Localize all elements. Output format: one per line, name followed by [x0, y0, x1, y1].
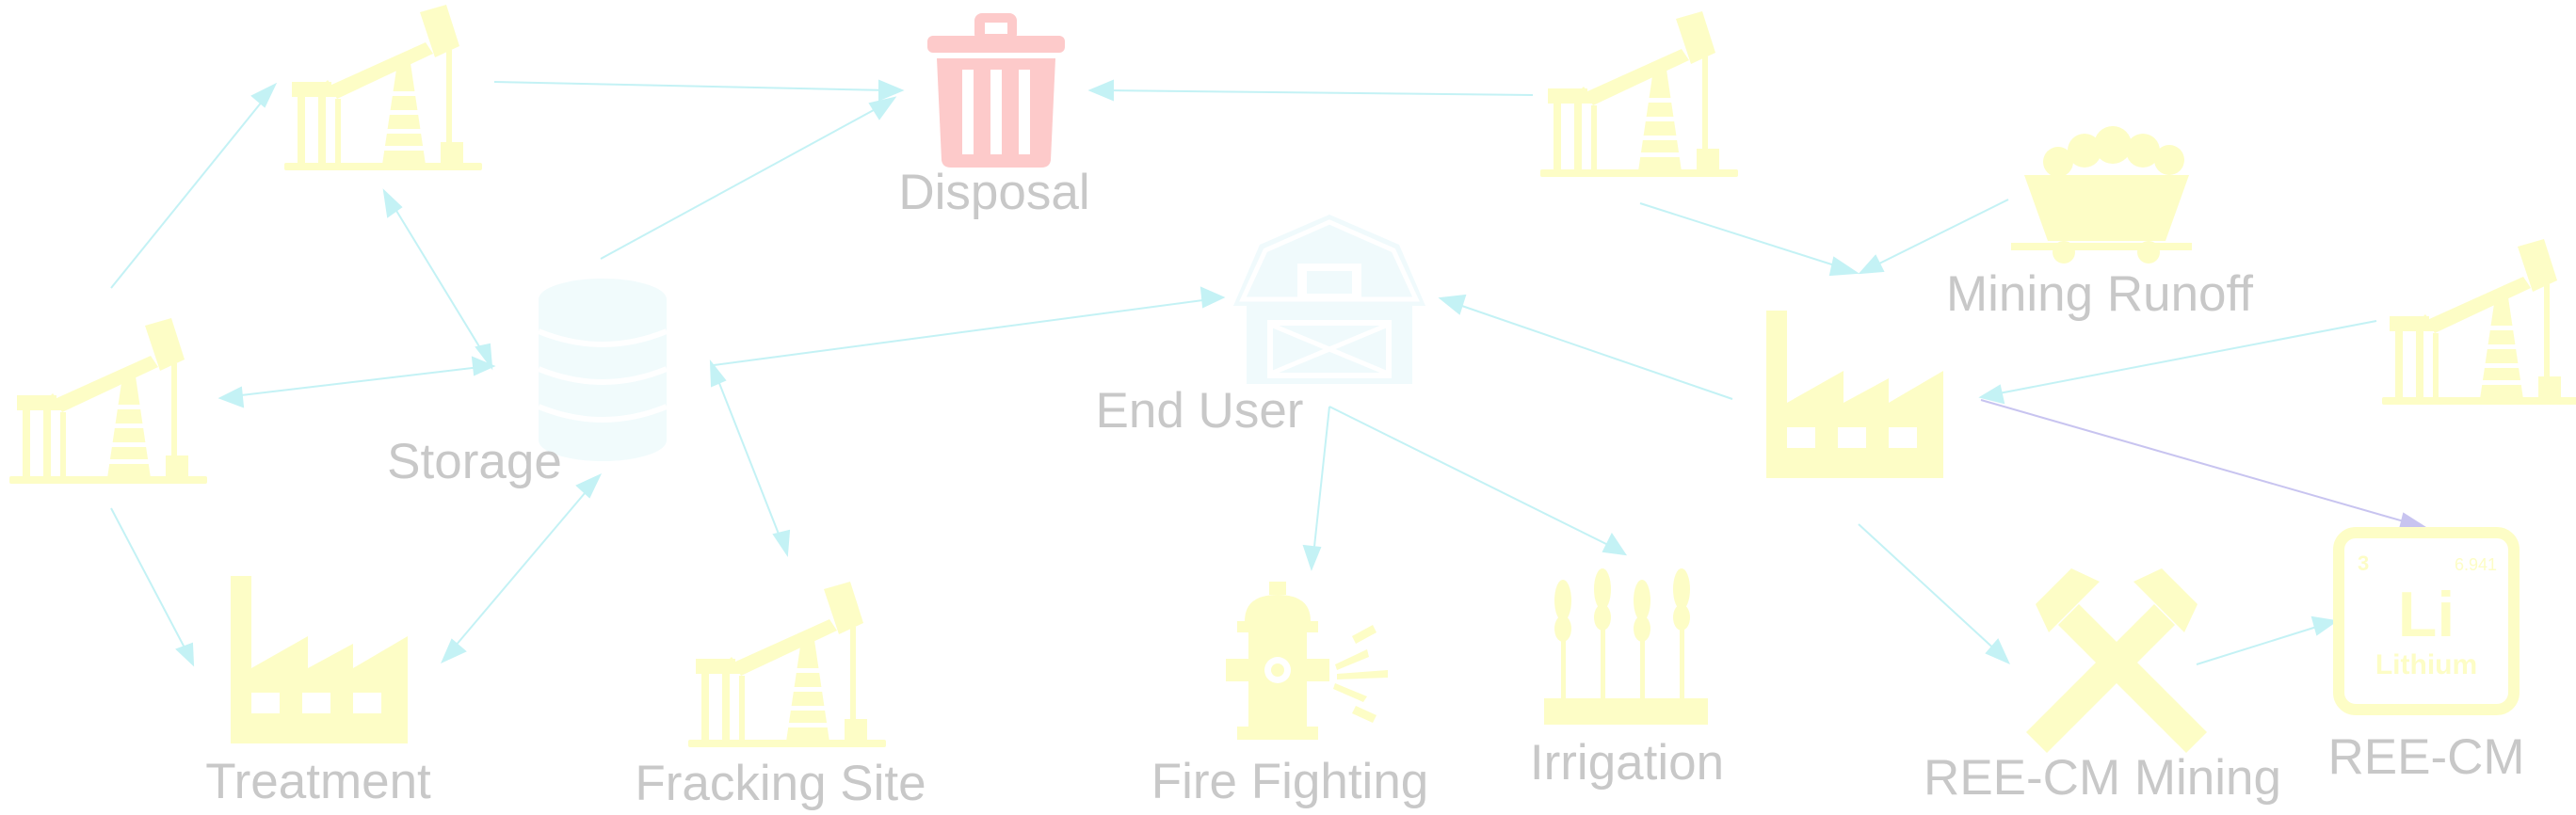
- element-symbol: Li: [2398, 579, 2455, 650]
- arrow-left-well-to-top-well: [110, 82, 278, 289]
- fire-hydrant-icon: [1226, 582, 1388, 740]
- trash-can-icon: [927, 13, 1065, 168]
- factory-icon: [1766, 311, 1943, 478]
- periodic-element-icon: 3 6.941 Li Lithium: [2333, 527, 2520, 715]
- storage-label: Storage: [387, 434, 562, 489]
- arrow-storage-to-left-well: [217, 356, 496, 408]
- mine-cart-icon: [2011, 126, 2192, 264]
- treatment-label: Treatment: [205, 754, 431, 809]
- arrow-mining-runoff-to-industry: [1858, 199, 2009, 275]
- arrow-storage-to-top-well: [382, 188, 493, 371]
- arrow-right-well-to-industry: [1639, 202, 1860, 277]
- arrow-industry-to-ree-cm: [1980, 399, 2427, 535]
- barn-icon: [1233, 215, 1425, 384]
- irrigation-label: Irrigation: [1530, 735, 1724, 791]
- arrow-end-user-to-irrigation: [1328, 406, 1628, 556]
- element-name: Lithium: [2375, 649, 2477, 680]
- oil-pumpjack-icon: [688, 582, 886, 747]
- factory-icon: [231, 576, 408, 743]
- disposal-label: Disposal: [898, 165, 1089, 220]
- fire-fighting-label: Fire Fighting: [1151, 754, 1429, 809]
- end-user-label: End User: [1096, 383, 1304, 439]
- arrow-far-right-well-to-industry: [1978, 320, 2377, 405]
- fracking-site-label: Fracking Site: [635, 756, 926, 811]
- flow-arrows: [110, 79, 2427, 667]
- arrow-top-well-to-disposal: [493, 79, 905, 102]
- arrow-storage-to-treatment: [441, 472, 603, 663]
- oil-pumpjack-icon: [2382, 239, 2576, 405]
- element-mass: 6.941: [2455, 555, 2497, 574]
- oil-pumpjack-icon: [1540, 11, 1738, 177]
- arrow-storage-to-fracking: [709, 359, 791, 557]
- arrow-storage-to-disposal: [600, 96, 897, 260]
- arrow-ree-cm-mining-to-ree-cm: [2196, 615, 2339, 665]
- arrow-end-user-to-fire-fighting: [1302, 406, 1330, 571]
- mining-runoff-label: Mining Runoff: [1946, 266, 2253, 322]
- wheat-field-icon: [1544, 568, 1708, 725]
- oil-pumpjack-icon: [284, 5, 482, 170]
- oil-pumpjack-icon: [9, 318, 207, 484]
- ree-cm-label: REE-CM: [2327, 729, 2524, 785]
- arrow-industry-to-end-user: [1438, 294, 1733, 400]
- element-number: 3: [2358, 551, 2369, 575]
- crossed-hammers-icon: [2026, 568, 2207, 753]
- arrow-industry-to-ree-cm-mining: [1858, 523, 2010, 664]
- arrow-left-well-to-treatment: [110, 507, 195, 667]
- ree-cm-mining-label: REE-CM Mining: [1924, 750, 2281, 806]
- arrow-right-well-to-disposal: [1087, 79, 1534, 102]
- database-cylinder-icon: [537, 279, 668, 461]
- arrow-storage-to-end-user: [713, 286, 1226, 366]
